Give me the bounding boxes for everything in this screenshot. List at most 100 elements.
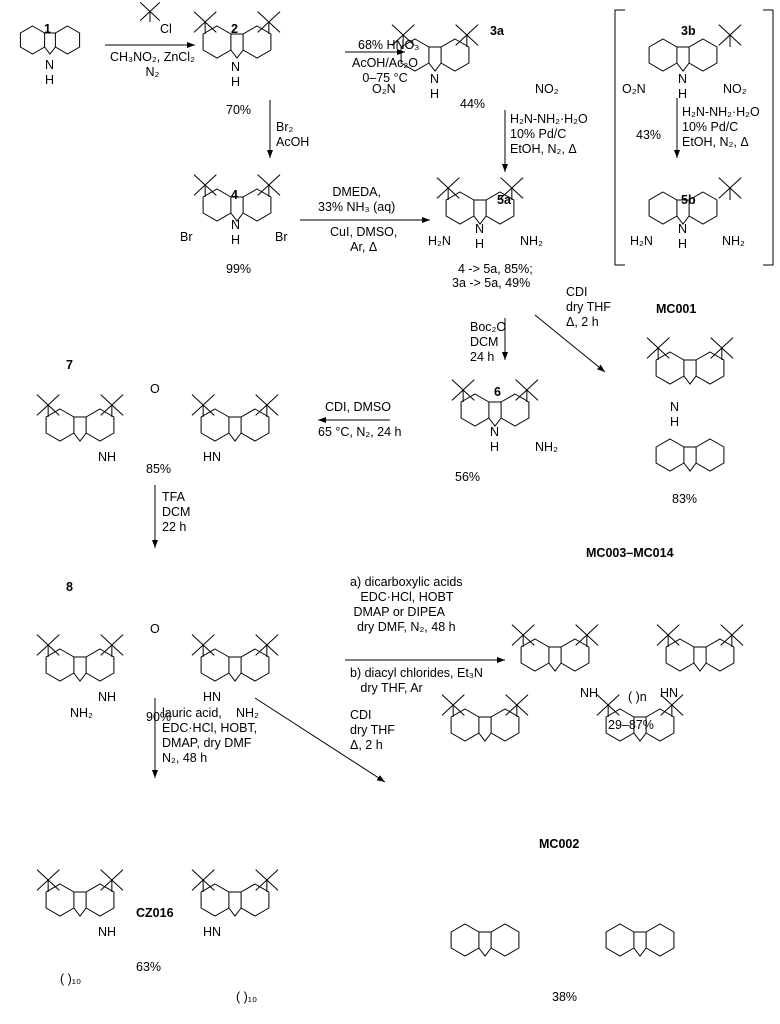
pyrrole-ring — [478, 716, 492, 742]
atom-n: ( )n — [628, 690, 647, 704]
atom-n10: ( )₁₀ — [236, 990, 258, 1004]
tert-butyl-group — [718, 177, 742, 200]
benzene-ring — [520, 638, 550, 672]
pyrrole-ring — [693, 646, 707, 672]
label-6: 6 — [494, 385, 501, 399]
benzene-ring — [200, 648, 230, 682]
cond-step4: H₂N-NH₂·H₂O 10% Pd/C EtOH, N₂, Δ — [510, 112, 588, 156]
benzene-ring — [490, 708, 520, 742]
tert-butyl-group — [391, 24, 415, 47]
benzene-ring — [665, 638, 695, 672]
atom-br: Br — [275, 230, 288, 244]
benzene-ring — [500, 393, 530, 427]
tert-butyl-group — [441, 694, 465, 717]
atom-hn: HN — [203, 690, 222, 704]
pyrrole-ring — [73, 891, 87, 917]
label-mc001: MC001 — [656, 302, 697, 316]
tert-butyl-group — [656, 624, 680, 647]
benzene-ring — [440, 38, 470, 72]
atom-nh: N H — [430, 72, 440, 101]
tert-butyl-group — [36, 634, 60, 657]
atom-n10: ( )₁₀ — [60, 972, 82, 986]
cond-step12: CDI dry THF Δ, 2 h — [350, 708, 395, 752]
tert-butyl-group — [36, 394, 60, 417]
benzene-ring — [85, 408, 115, 442]
cond-step2-above: 68% HNO₃ — [358, 38, 420, 52]
label-1: 1 — [44, 22, 51, 36]
tert-butyl-group — [257, 174, 281, 197]
atom-br: Br — [180, 230, 193, 244]
tert-butyl-group — [139, 2, 161, 22]
benzene-ring — [648, 38, 678, 72]
tert-butyl-group — [500, 177, 524, 200]
benzene-ring — [240, 883, 270, 917]
benzene-ring — [688, 38, 718, 72]
label-3a: 3a — [490, 24, 504, 38]
atom-o2n: O₂N — [622, 82, 646, 96]
pyrrole-ring — [73, 656, 87, 682]
tert-butyl-group — [100, 634, 124, 657]
cond-step2-below: AcOH/Ac₂O 0–75 °C — [352, 56, 418, 85]
atom-nh: N H — [678, 222, 688, 251]
tert-butyl-group — [575, 624, 599, 647]
benzene-ring — [655, 438, 685, 472]
tert-butyl-group — [515, 379, 539, 402]
tert-butyl-group — [255, 394, 279, 417]
atom-nh: N H — [490, 425, 500, 454]
benzene-ring — [605, 923, 635, 957]
label-7: 7 — [66, 358, 73, 372]
pyrrole-ring — [683, 359, 697, 385]
atom-nh: NH — [98, 690, 117, 704]
cond-step5-above: DMEDA, 33% NH₃ (aq) — [318, 185, 396, 214]
atom-h2n: H₂N — [428, 234, 451, 248]
pyrrole-ring — [488, 401, 502, 427]
atom-nh2: NH₂ — [520, 234, 543, 248]
label-4: 4 — [231, 188, 238, 202]
tert-butyl-group — [193, 174, 217, 197]
benzene-ring — [45, 648, 75, 682]
benzene-ring — [648, 191, 678, 225]
atom-nh: N H — [231, 60, 241, 89]
cond-step10-above: a) dicarboxylic acids EDC·HCl, HOBT DMAP… — [350, 575, 463, 634]
atom-nh: N H — [670, 400, 680, 429]
atom-no2: NO₂ — [535, 82, 559, 96]
pyrrole-ring — [633, 931, 647, 957]
pyrrole-ring — [473, 199, 487, 225]
atom-nh: NH — [98, 450, 117, 464]
tert-butyl-group — [100, 394, 124, 417]
atom-hn: HN — [203, 925, 222, 939]
label-2: 2 — [231, 22, 238, 36]
tert-butyl-group — [255, 869, 279, 892]
benzene-ring — [655, 351, 685, 385]
benzene-ring — [460, 393, 490, 427]
cond-step3: Br₂ AcOH — [276, 120, 310, 149]
yield-5a-1: 4 -> 5a, 85%; — [458, 262, 533, 276]
pyrrole-ring — [228, 656, 242, 682]
atom-hn: HN — [203, 450, 222, 464]
reaction-arrow — [534, 314, 606, 373]
yield-2: 70% — [226, 103, 252, 117]
pyrrole-ring — [683, 446, 697, 472]
benzene-ring — [45, 883, 75, 917]
atom-no2: NO₂ — [723, 82, 747, 96]
yield-5a-2: 3a -> 5a, 49% — [452, 276, 531, 290]
benzene-ring — [19, 25, 46, 55]
atom-o: O — [150, 382, 160, 396]
tert-butyl-group — [191, 869, 215, 892]
atom-nh: N H — [475, 222, 485, 251]
atom-nh: NH — [580, 686, 599, 700]
tert-butyl-group — [505, 694, 529, 717]
label-cz016: CZ016 — [136, 906, 174, 920]
atom-o: O — [150, 622, 160, 636]
benzene-ring — [705, 638, 735, 672]
benzene-ring — [202, 188, 232, 222]
yield-3a: 44% — [460, 97, 486, 111]
cond-step1: CH₃NO₂, ZnCl₂ N₂ — [110, 50, 195, 79]
tert-butyl-group — [455, 24, 479, 47]
tert-butyl-group — [193, 11, 217, 34]
tert-butyl-group — [36, 869, 60, 892]
atom-nh: N H — [231, 218, 241, 247]
cond-step9: TFA DCM 22 h — [162, 490, 191, 534]
pyrrole-ring — [228, 416, 242, 442]
benzene-ring — [450, 923, 480, 957]
